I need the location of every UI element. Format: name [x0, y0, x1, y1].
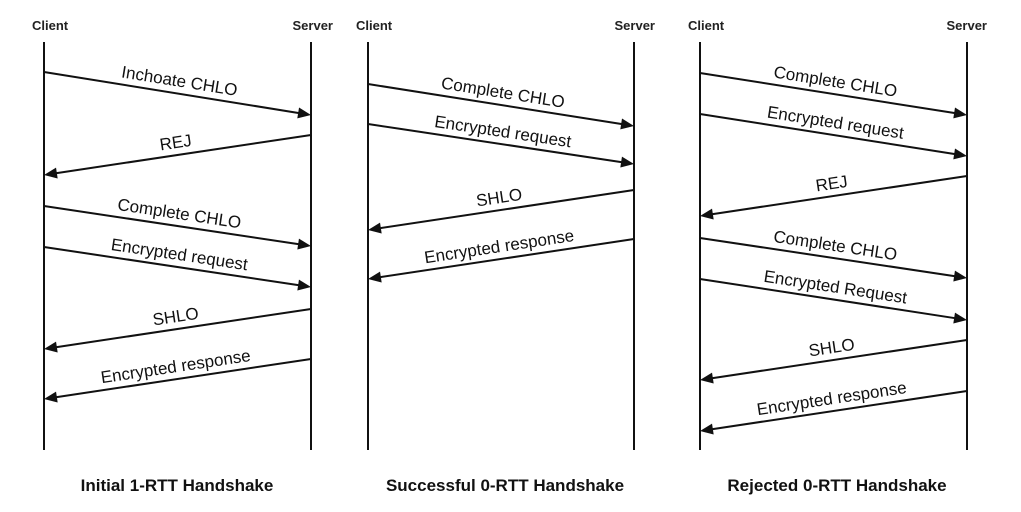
- message-arrow-line: [43, 246, 300, 287]
- message-rej: REJ: [44, 131, 312, 179]
- diagram-caption: Initial 1-RTT Handshake: [81, 476, 274, 495]
- message-label: SHLO: [807, 335, 856, 361]
- message-encrypted-request: Encrypted request: [43, 235, 311, 291]
- message-shlo: SHLO: [368, 185, 635, 234]
- diagram-caption: Rejected 0-RTT Handshake: [727, 476, 946, 495]
- message-label: Encrypted response: [99, 346, 251, 387]
- message-encrypted-response: Encrypted response: [368, 226, 635, 283]
- diagram-caption: Successful 0-RTT Handshake: [386, 476, 624, 495]
- arrowhead-icon: [700, 423, 714, 435]
- arrowhead-icon: [297, 238, 311, 250]
- message-encrypted-response: Encrypted response: [44, 346, 312, 403]
- message-label: Encrypted request: [433, 112, 573, 151]
- arrowhead-icon: [620, 118, 634, 130]
- message-inchoate-chlo: Inchoate CHLO: [43, 62, 311, 119]
- message-label: REJ: [814, 172, 849, 196]
- message-label: SHLO: [151, 304, 200, 330]
- arrowhead-icon: [44, 341, 58, 353]
- message-label: Encrypted response: [755, 378, 907, 419]
- message-complete-chlo: Complete CHLO: [43, 195, 311, 250]
- message-label: Encrypted Request: [762, 267, 908, 308]
- server-label: Server: [293, 18, 333, 33]
- arrowhead-icon: [368, 222, 382, 234]
- message-arrow-line: [699, 237, 956, 278]
- message-label: Encrypted request: [766, 103, 906, 143]
- message-arrow-line: [699, 113, 956, 156]
- message-arrow-line: [43, 71, 300, 115]
- message-encrypted-response: Encrypted response: [700, 378, 968, 435]
- message-encrypted-request: Encrypted Request: [699, 267, 967, 324]
- message-arrow-line: [379, 189, 635, 230]
- message-arrow-line: [43, 205, 300, 246]
- arrowhead-icon: [953, 148, 967, 160]
- message-label: SHLO: [475, 185, 524, 211]
- message-arrow-line: [379, 238, 635, 279]
- message-arrow-line: [55, 134, 312, 175]
- arrowhead-icon: [297, 107, 311, 119]
- message-rej: REJ: [700, 172, 968, 220]
- client-label: Client: [356, 18, 393, 33]
- arrowhead-icon: [368, 271, 382, 283]
- arrowhead-icon: [953, 312, 967, 324]
- message-arrow-line: [711, 390, 968, 431]
- message-label: Encrypted request: [110, 235, 250, 274]
- arrowhead-icon: [620, 156, 634, 168]
- message-arrow-line: [367, 83, 623, 126]
- server-label: Server: [947, 18, 987, 33]
- server-label: Server: [615, 18, 655, 33]
- message-arrow-line: [367, 123, 623, 164]
- arrowhead-icon: [953, 107, 967, 119]
- arrowhead-icon: [44, 391, 58, 403]
- panel-initial-1rtt: Client Server Inchoate CHLO REJ Complete C…: [32, 18, 333, 495]
- message-label: REJ: [158, 131, 193, 155]
- message-encrypted-request: Encrypted request: [699, 103, 967, 160]
- client-label: Client: [688, 18, 725, 33]
- message-shlo: SHLO: [700, 335, 968, 384]
- arrowhead-icon: [700, 372, 714, 384]
- arrowhead-icon: [297, 279, 311, 291]
- client-label: Client: [32, 18, 69, 33]
- arrowhead-icon: [44, 167, 58, 179]
- arrowhead-icon: [953, 270, 967, 282]
- message-complete-chlo: Complete CHLO: [699, 227, 967, 282]
- arrowhead-icon: [700, 208, 714, 220]
- message-arrow-line: [711, 175, 968, 216]
- message-arrow-line: [55, 308, 312, 349]
- message-complete-chlo: Complete CHLO: [699, 63, 967, 119]
- message-arrow-line: [711, 339, 968, 380]
- message-arrow-line: [699, 72, 956, 115]
- message-arrow-line: [699, 278, 956, 320]
- message-label: Encrypted response: [423, 226, 575, 267]
- message-arrow-line: [55, 358, 312, 399]
- message-shlo: SHLO: [44, 304, 312, 353]
